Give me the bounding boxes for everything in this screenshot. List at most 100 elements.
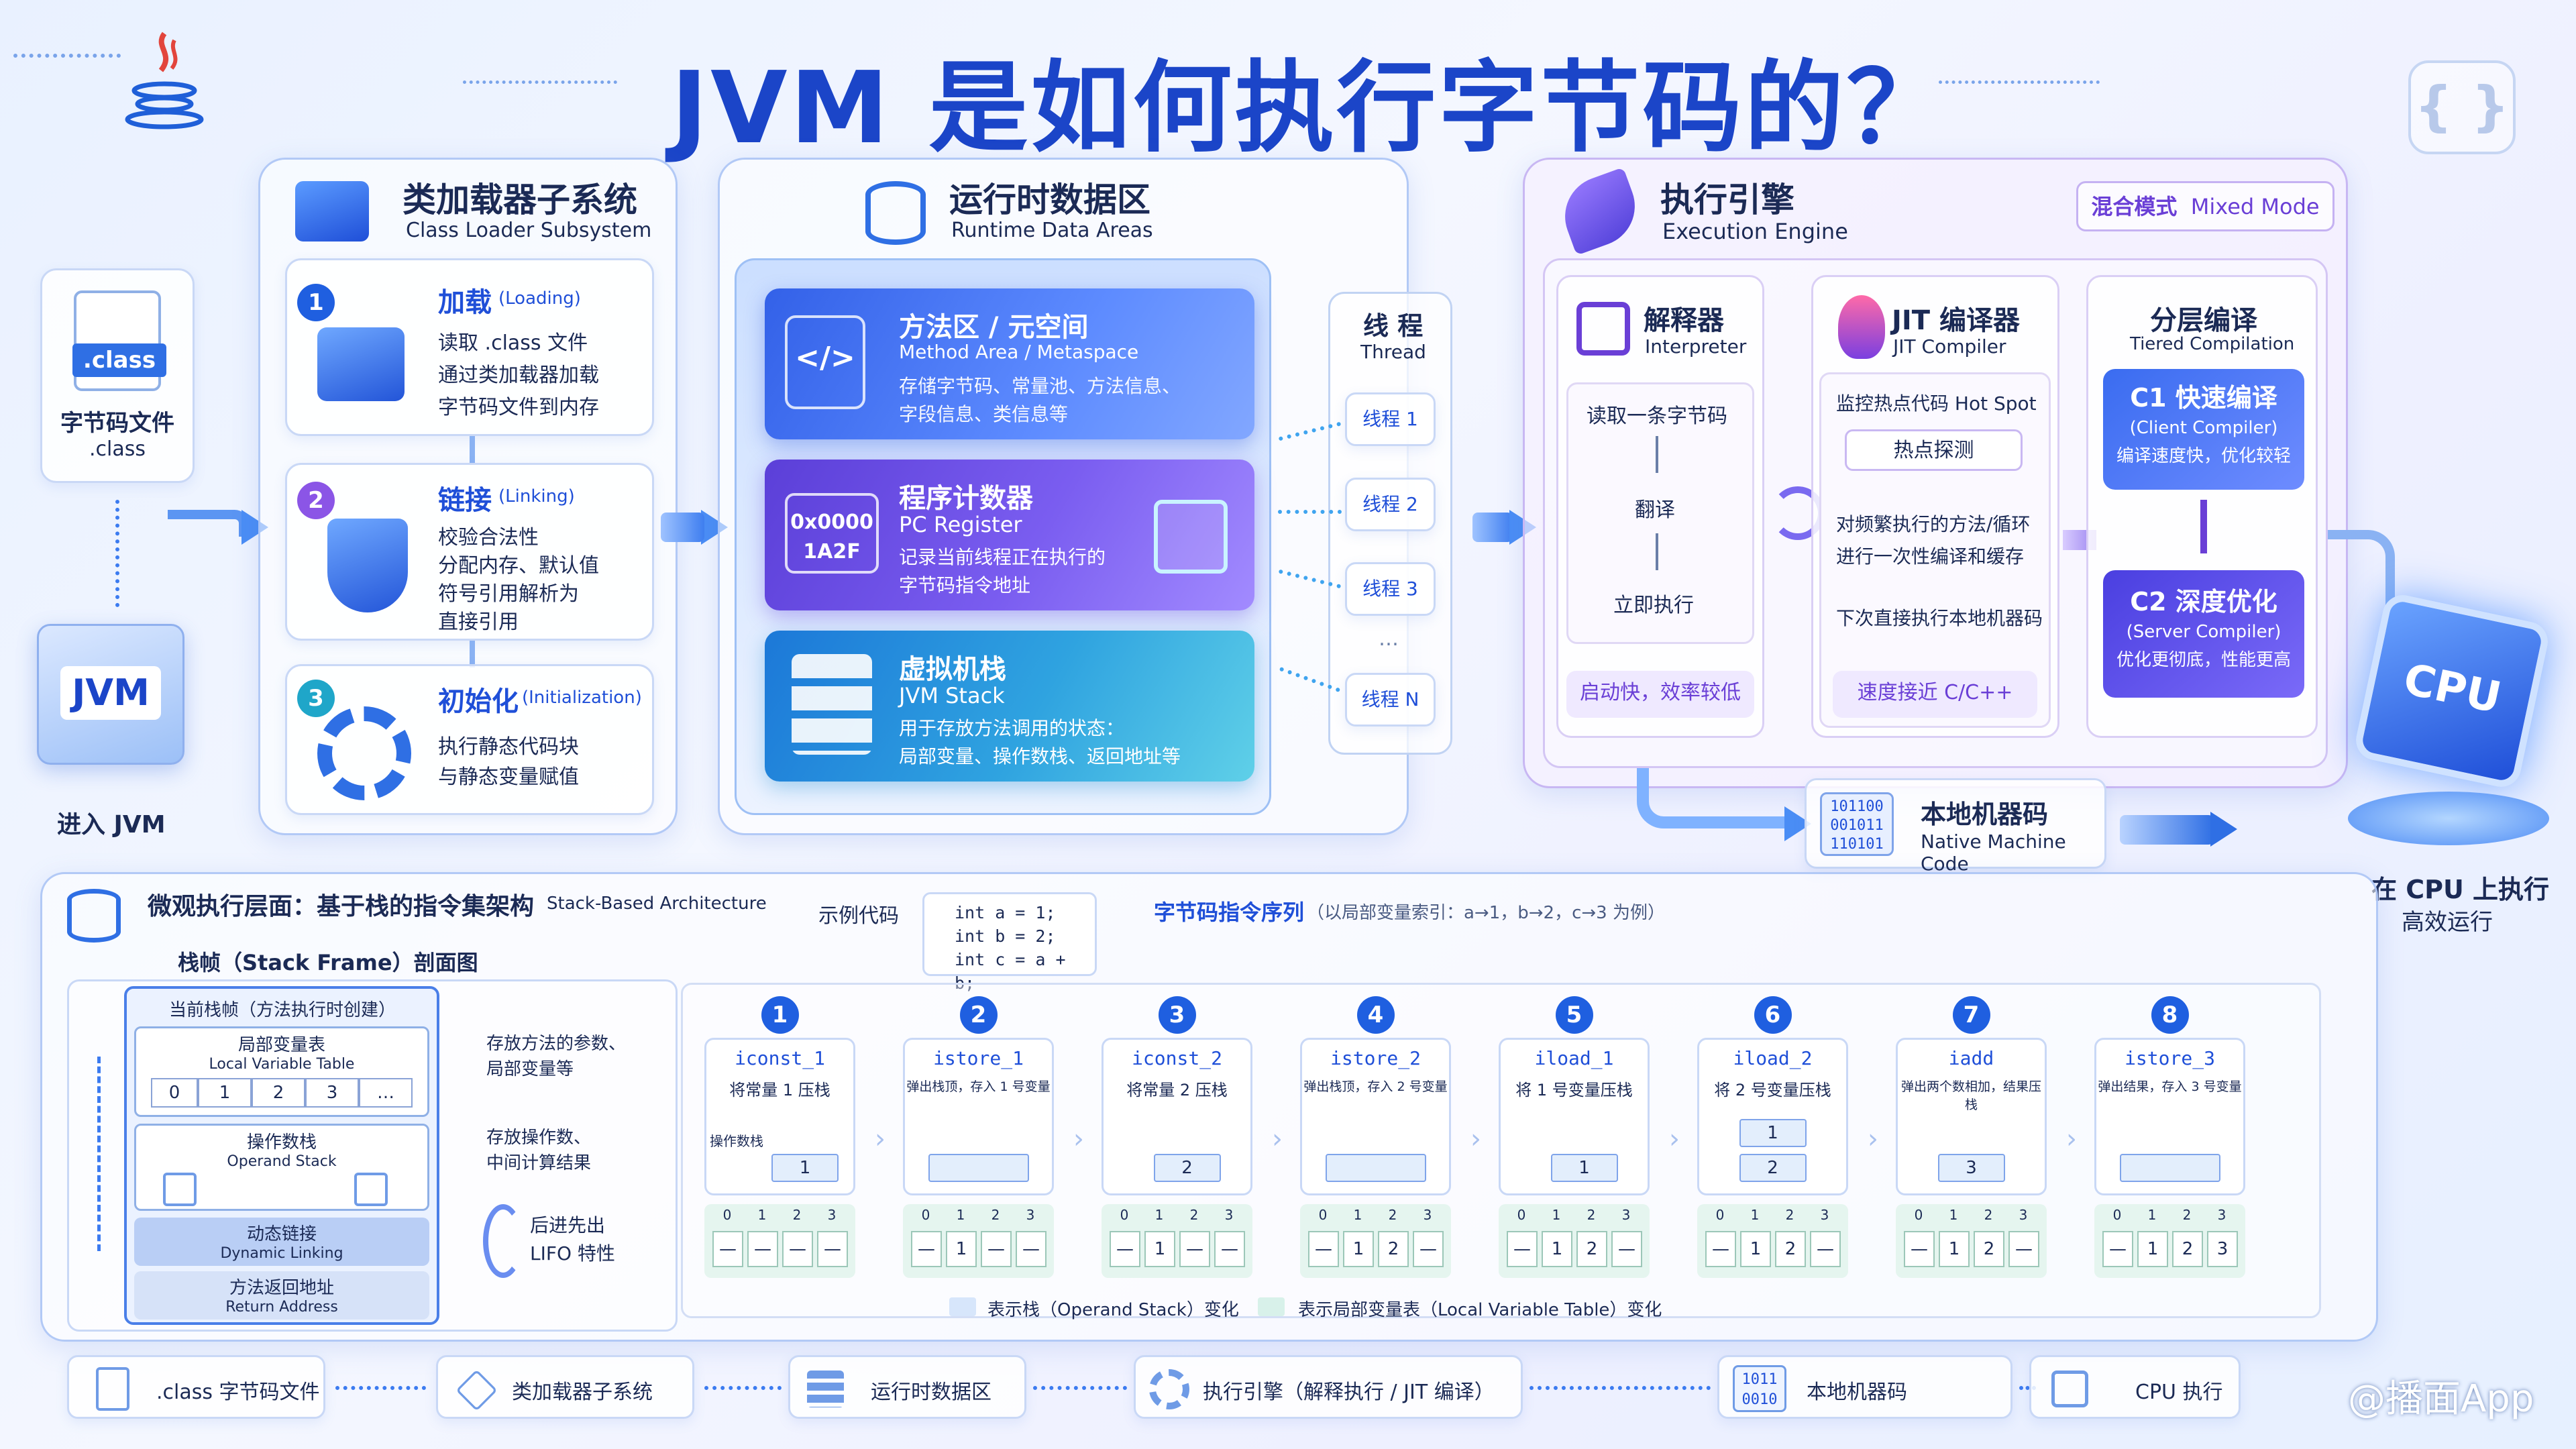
thread-1[interactable]: 线程 1 (1345, 392, 1436, 446)
lv-cell: — (1611, 1231, 1642, 1267)
flow-arrow-a (335, 1386, 426, 1390)
lv-cell: 2 (1775, 1231, 1806, 1267)
ret-en: Return Address (225, 1299, 338, 1316)
thread-link-2 (1278, 510, 1342, 514)
instruction-opcode: istore_3 (2125, 1047, 2215, 1069)
flow-step-1-label: .class 字节码文件 (156, 1381, 320, 1404)
note-1-line-1: 存放方法的参数、 (486, 1034, 627, 1054)
micro-db-icon (67, 889, 121, 943)
c1-title: C1 快速编译 (2130, 383, 2277, 413)
pc-chip-line-1: 0x0000 (790, 511, 873, 534)
flow-cpu-icon (2051, 1371, 2088, 1407)
frame-title: 栈帧（Stack Frame）剖面图 (178, 950, 478, 975)
lv-index: 2 (2182, 1207, 2192, 1223)
instruction-opcode: iload_1 (1534, 1047, 1614, 1069)
interpreter-arrow-2 (1656, 533, 1658, 570)
lv-cell: 1 (1343, 1231, 1374, 1267)
ops-stack-icon-1 (163, 1173, 197, 1206)
flow-arrow-3 (1472, 513, 1513, 542)
processor-chip-icon (1154, 500, 1228, 574)
dyn-cn: 动态链接 (246, 1224, 317, 1244)
ops-cn: 操作数栈 (246, 1132, 317, 1152)
thread-2[interactable]: 线程 2 (1345, 478, 1436, 531)
title-deco-left-2 (463, 80, 617, 84)
down-arrow-dotted (115, 500, 119, 607)
gears-icon (317, 706, 411, 800)
method-area-line-2: 字段信息、类信息等 (899, 403, 1069, 425)
pc-register-card: 0x0000 1A2F 程序计数器 PC Register 记录当前线程正在执行… (765, 460, 1254, 610)
lv-cell: 1 (2137, 1231, 2168, 1267)
lv-cell: — (1705, 1231, 1736, 1267)
interpreter-footer-text: 启动快，效率较低 (1580, 681, 1741, 704)
c2-sub: (Server Compiler) (2126, 622, 2282, 642)
class-loader-title: 类加载器子系统 (402, 180, 637, 219)
lv-index: 1 (1750, 1207, 1760, 1223)
flow-step-cpu: CPU 执行 (2029, 1355, 2241, 1419)
hotspot-tag-text: 热点探测 (1893, 439, 1974, 462)
pc-register-en: PC Register (899, 512, 1022, 537)
instruction-desc: 弹出两个数相加，结果压栈 (1900, 1079, 2041, 1112)
native-code-card: 101100 001011 110101 本地机器码 Native Machin… (1805, 778, 2106, 875)
flow-bits-2: 0010 (1741, 1391, 1778, 1408)
lv-index: 0 (1914, 1207, 1923, 1223)
instruction-desc: 将 2 号变量压栈 (1714, 1081, 1831, 1099)
lv-cell: — (747, 1231, 778, 1267)
thread-3[interactable]: 线程 3 (1345, 562, 1436, 616)
linking-step: 2 链接 (Linking) 校验合法性 分配内存、默认值 符号引用解析为 直接… (285, 463, 654, 641)
folder-icon (295, 181, 369, 241)
lv-cell: 1 (1144, 1231, 1175, 1267)
instruction-arrow: › (1272, 1124, 1283, 1155)
loader-down-arrow-2 (470, 641, 475, 667)
pc-register-line-2: 字节码指令地址 (899, 574, 1031, 596)
c2-card: C2 深度优化 (Server Compiler) 优化更彻底，性能更高 (2103, 570, 2304, 698)
flow-stack-icon (807, 1371, 844, 1407)
sequence-title: 字节码指令序列 (1154, 900, 1305, 925)
jit-en: JIT Compiler (1893, 335, 2006, 358)
loader-down-arrow-1 (470, 436, 475, 463)
return-address-box: 方法返回地址 Return Address (134, 1271, 429, 1320)
instruction-arrow: › (1669, 1124, 1680, 1155)
jit-line-2a: 对频繁执行的方法/循环 (1836, 513, 2031, 535)
lv-index: 3 (1026, 1207, 1035, 1223)
thread-n[interactable]: 线程 N (1345, 673, 1436, 727)
instruction-arrow: › (2066, 1124, 2077, 1155)
tiered-title: 分层编译 (2150, 305, 2257, 336)
lv-index: 0 (1517, 1207, 1526, 1223)
instruction-arrow: › (1470, 1124, 1481, 1155)
operand-stack-slot: 3 (1937, 1154, 2005, 1182)
lv-index: 3 (1820, 1207, 1829, 1223)
linking-line-2: 分配内存、默认值 (438, 554, 599, 578)
linking-title: 链接 (438, 485, 492, 516)
lv-cell: 1 (1939, 1231, 1970, 1267)
c2-title: C2 深度优化 (2130, 587, 2277, 616)
operand-stack-slot (928, 1154, 1029, 1182)
lvt-cn: 局部变量表 (237, 1035, 325, 1055)
mixed-mode-badge: 混合模式 Mixed Mode (2076, 181, 2334, 231)
ret-cn: 方法返回地址 (229, 1278, 334, 1298)
lv-index: 2 (1785, 1207, 1794, 1223)
jit-line-1: 监控热点代码 Hot Spot (1836, 392, 2037, 415)
jvm-stack-title: 虚拟机栈 (899, 654, 1006, 685)
binary-line-3: 110101 (1830, 836, 1884, 853)
thread-n-label: 线程 N (1361, 688, 1419, 710)
cpu-line-1: 在 CPU 上执行 (2371, 875, 2550, 904)
engine-subtitle: Execution Engine (1662, 219, 1848, 244)
lv-index: 1 (1552, 1207, 1561, 1223)
lv-cell: 1 (1542, 1231, 1572, 1267)
init-line-2: 与静态变量赋值 (438, 765, 579, 789)
lv-cell: — (2102, 1231, 2133, 1267)
bytecode-file-label: 字节码文件 (60, 410, 174, 437)
micro-title-en: Stack-Based Architecture (547, 894, 767, 914)
code-icon: </> (785, 315, 865, 409)
instruction-desc: 将常量 1 压栈 (729, 1081, 830, 1099)
step-3-number: 3 (297, 680, 335, 717)
hotspot-tag: 热点探测 (1845, 429, 2023, 471)
interpreter-step-2: 翻译 (1635, 498, 1675, 522)
enter-jvm-label: 进入 JVM (57, 811, 166, 839)
linking-line-4: 直接引用 (438, 610, 519, 634)
flow-step-6-label: CPU 执行 (2135, 1381, 2223, 1404)
